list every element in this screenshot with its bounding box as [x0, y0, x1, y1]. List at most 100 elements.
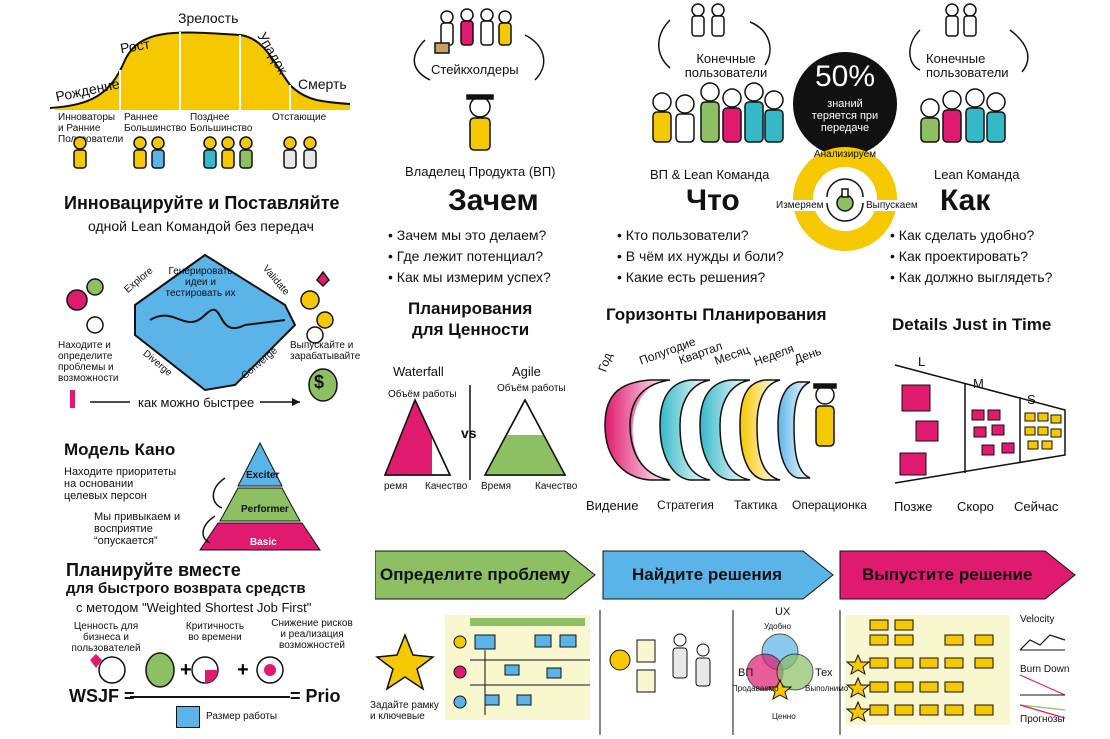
what-users: Конечные пользователи — [684, 51, 768, 80]
wsjf-title: Планируйте вместе — [66, 560, 241, 580]
innovate-subtitle: одной Lean Командой без передач — [88, 218, 314, 234]
stat-percent: 50% — [814, 60, 876, 93]
valueplan-quality-ag: Качество — [535, 481, 578, 492]
valueplan-work-wf: Объём работы — [388, 389, 457, 400]
group-innovators: Инноваторы и Ранние Пользователи — [58, 112, 124, 145]
why-bullets: Зачем мы это делаем? Где лежит потенциал… — [388, 225, 551, 288]
valueplan-work-ag: Объём работы — [497, 383, 566, 394]
why-bullet-1: Зачем мы это делаем? — [388, 225, 551, 246]
wsjf-method: с методом "Weighted Shortest Job First" — [76, 600, 312, 615]
wsjf-denominator: Размер работы — [206, 711, 278, 722]
svg-text:+: + — [180, 659, 192, 681]
how-bullets: Как сделать удобно? Как проектировать? К… — [890, 225, 1053, 288]
valueplan-vs: vs — [461, 425, 477, 441]
flow-step-define[interactable]: Определите проблему — [380, 565, 571, 584]
cycle-right: Выпускаем — [866, 200, 918, 211]
valueplan-title2: для Ценности — [412, 320, 530, 339]
how-bullet-2: Как проектировать? — [890, 246, 1052, 267]
cycle-top: Анализируем — [813, 149, 877, 160]
stat-circle — [793, 52, 897, 156]
people-row — [73, 136, 317, 169]
how-team: Lean Команда — [934, 167, 1020, 182]
flow-chart-burndown: Burn Down — [1020, 664, 1070, 675]
what-bullet-3: Какие есть решения? — [617, 267, 784, 288]
level-vision: Видение — [586, 498, 639, 513]
explore-left-text: Находите и определите проблемы и возможн… — [58, 340, 119, 384]
level-tactics: Тактика — [734, 498, 778, 512]
period-day: День — [792, 343, 824, 367]
kano-exciter: Exciter — [246, 470, 280, 481]
valueplan-time-ag: Время — [481, 481, 512, 492]
jit-now: Сейчас — [1014, 499, 1059, 514]
jit-size-m: M — [973, 376, 984, 391]
group-late-majority: Позднее Большинство — [190, 112, 253, 134]
why-bullet-2: Где лежит потенциал? — [388, 246, 551, 267]
flow-vp: ВП — [738, 667, 754, 679]
flow-arrows — [375, 550, 1076, 600]
valueplan-agile: Agile — [512, 364, 541, 379]
flask-icon — [826, 178, 864, 222]
explore-bottom-text: как можно быстрее — [138, 395, 255, 410]
what-team: ВП & Lean Команда — [650, 167, 770, 182]
flow-step-find[interactable]: Найдите решения — [632, 565, 783, 584]
flow-frame-text: Задайте рамку и ключевые — [370, 700, 439, 722]
how-illustration — [909, 3, 1029, 143]
jit-size-l: L — [918, 354, 926, 369]
wsjf-c3: Снижение рисков и реализация возможносте… — [271, 618, 353, 651]
wsjf-icons: + + — [90, 652, 284, 688]
explore-right-text: Выпускайте и зарабатывайте — [290, 340, 361, 362]
what-illustration — [652, 3, 784, 143]
jit-title: Details Just in Time — [892, 315, 1052, 334]
jit-soon: Скоро — [957, 499, 994, 514]
diverge-converge-diagram — [66, 253, 338, 408]
group-early-majority: Раннее Большинство — [124, 112, 187, 134]
flow-panels — [375, 610, 1066, 735]
jit-size-s: S — [1027, 392, 1036, 407]
flow-step-release[interactable]: Выпустите решение — [862, 565, 1033, 584]
horizons-title: Горизонты Планирования — [606, 305, 827, 324]
explore-center-text: Генерировать идеи и тестировать их — [165, 266, 236, 299]
kano-performer: Performer — [241, 504, 289, 515]
how-users: Конечные пользователи — [926, 51, 1009, 80]
how-title: Как — [940, 184, 991, 217]
valueplan-waterfall: Waterfall — [393, 364, 444, 379]
flow-tech: Тех — [815, 667, 833, 679]
what-bullets: Кто пользователи? В чём их нужды и боли?… — [617, 225, 784, 288]
stage-maturity: Зрелость — [178, 10, 239, 26]
flow-chart-forecast: Прогнозы — [1020, 714, 1065, 725]
level-strategy: Стратегия — [657, 498, 714, 512]
wsjf-lhs: WSJF = — [69, 686, 135, 706]
flow-ux: UX — [775, 606, 791, 618]
what-bullet-2: В чём их нужды и боли? — [617, 246, 784, 267]
valueplan-quality-wf: Качество — [425, 481, 468, 492]
valueplan-time-wf: ремя — [384, 481, 408, 492]
why-illustration — [413, 8, 545, 151]
what-bullet-1: Кто пользователи? — [617, 225, 784, 246]
wsjf-rhs: = Prio — [290, 686, 341, 706]
kano-desc2: Мы привыкаем и восприятие “опускается” — [94, 511, 181, 547]
wsjf-c2: Критичность во времени — [185, 621, 245, 643]
jit-later: Позже — [894, 499, 933, 514]
flow-tech-sub: Выполнимо — [805, 684, 849, 693]
how-bullet-1: Как сделать удобно? — [890, 225, 1052, 246]
cycle-left: Измеряем — [776, 200, 824, 211]
flow-ux-sub: Удобно — [764, 622, 792, 631]
stat-text: знаний теряется при передаче — [811, 98, 879, 134]
group-laggards: Отстающие — [272, 112, 327, 123]
kano-pyramid — [199, 441, 321, 551]
money-bag-icon: $ — [314, 372, 325, 392]
innovate-title: Инновацируйте и Поставляйте — [64, 193, 340, 213]
valueplan-title1: Планирования — [408, 299, 533, 318]
wsjf-subtitle: для быстрого возврата средств — [66, 580, 306, 597]
why-stakeholders: Стейкхолдеры — [431, 62, 519, 77]
jit-funnel — [894, 364, 1066, 484]
why-bullet-3: Как мы измерим успех? — [388, 267, 551, 288]
stage-death: Смерть — [298, 76, 347, 92]
kano-title: Модель Кано — [64, 440, 176, 459]
flow-vp-sub: Продаваемо — [732, 684, 779, 693]
why-title: Зачем — [448, 184, 539, 217]
level-ops: Операционка — [792, 498, 867, 512]
cube-icon — [176, 706, 200, 728]
wsjf-fraction-line — [130, 696, 290, 698]
svg-text:+: + — [237, 659, 249, 681]
